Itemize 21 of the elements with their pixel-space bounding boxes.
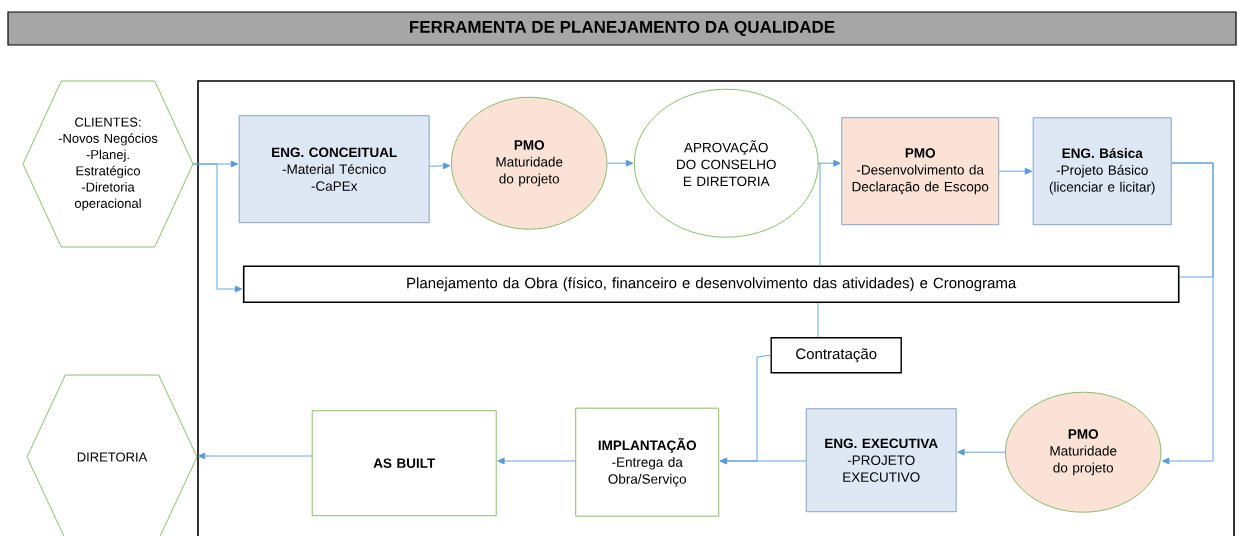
pmo-box: PMO -Desenvolvimento da Declaração de Escopo (841, 117, 1000, 226)
planning-bar: Planejamento da Obra (físico, financeiro e desenvolvimento das atividades) e Cronograma (242, 265, 1180, 303)
arrow (497, 457, 576, 465)
process-box: AS BUILT (311, 410, 497, 517)
arrow (719, 457, 807, 465)
process-box: ENG. CONCEITUAL -Material Técnico -CaPEx (238, 115, 430, 224)
client-hexagon: CLIENTES: -Novos Negócios -Planej. Estratégico -Diretoria operacional (22, 80, 194, 248)
contract-box: Contratação (770, 337, 902, 374)
board-hexagon: DIRETORIA (26, 374, 198, 536)
title-bar: FERRAMENTA DE PLANEJAMENTO DA QUALIDADE (7, 11, 1237, 46)
arrow (606, 159, 634, 167)
process-box: ENG. EXECUTIVA -PROJETO EXECUTIVO (805, 408, 957, 513)
arrow (429, 162, 451, 170)
process-box: IMPLANTAÇÃO -Entrega da Obra/Serviço (575, 407, 720, 517)
arrow (197, 452, 313, 460)
arrow (957, 448, 1006, 456)
process-box: ENG. Básica -Projeto Básico (licenciar e licitar) (1032, 117, 1172, 226)
arrow (998, 167, 1033, 175)
arrow (818, 159, 841, 167)
process-frame (197, 80, 1235, 536)
arrow (192, 163, 243, 293)
